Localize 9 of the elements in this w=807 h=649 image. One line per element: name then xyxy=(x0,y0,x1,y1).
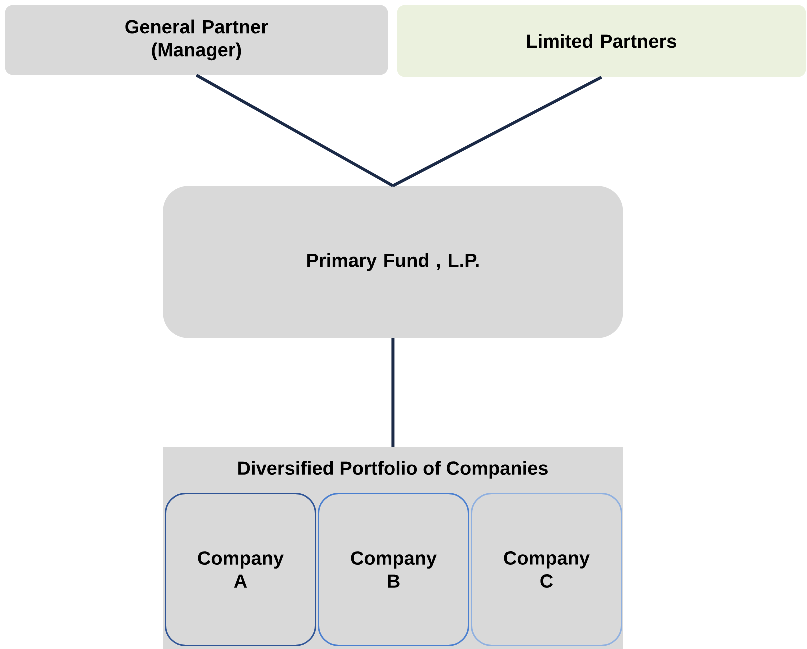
company-box: Company A xyxy=(165,493,316,646)
partner-box: Limited Partners xyxy=(397,5,806,78)
partner-box: General Partner (Manager) xyxy=(5,5,388,76)
company-box: Company B xyxy=(318,493,470,646)
connector-line xyxy=(196,74,394,188)
fund-box: Primary Fund , L.P. xyxy=(163,186,624,338)
connector-line xyxy=(392,338,395,447)
connector-line xyxy=(392,76,602,188)
company-box: Company C xyxy=(471,493,622,646)
